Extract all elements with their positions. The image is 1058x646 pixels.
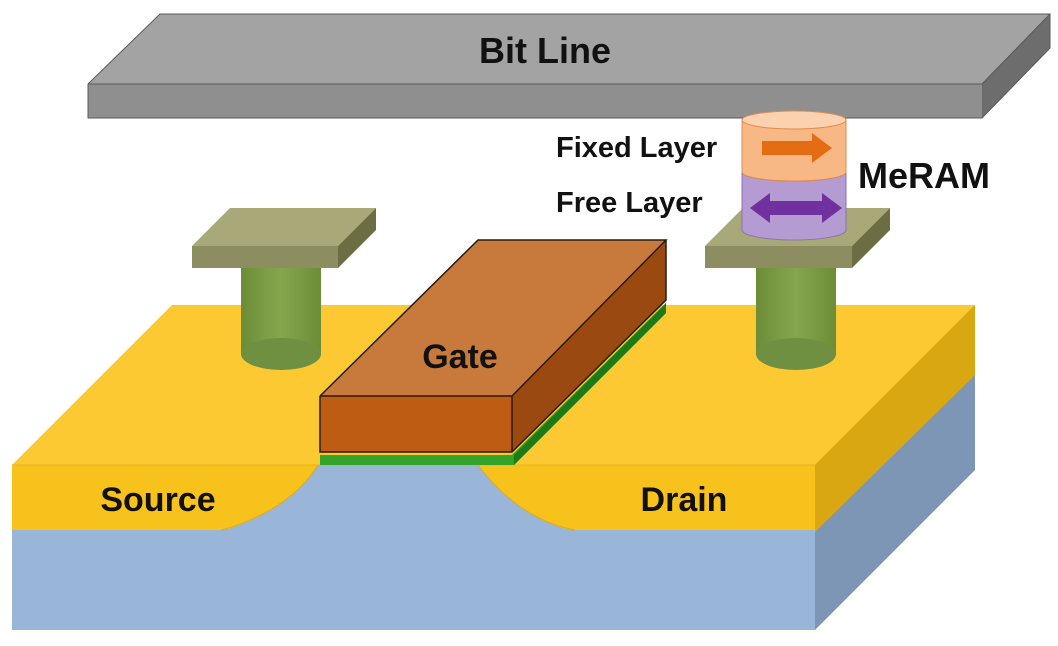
gate-label: Gate	[422, 338, 498, 376]
source-contact	[192, 208, 376, 370]
source-pad-side	[338, 208, 376, 268]
free-layer-double-arrow-icon	[750, 193, 842, 223]
bit-line-side	[982, 14, 1050, 118]
fixed-layer-arrow-icon	[762, 133, 832, 163]
gate-right-side	[512, 240, 666, 452]
gate-oxide	[320, 303, 666, 465]
bit-line	[87, 13, 1052, 119]
meram-label: MeRAM	[858, 155, 990, 196]
free-layer-label: Free Layer	[556, 187, 703, 219]
source-via-bottom	[241, 338, 321, 370]
drain-pad-side	[852, 208, 890, 268]
gate-top	[320, 240, 666, 396]
source-region-edge	[221, 464, 319, 531]
substrate	[12, 305, 975, 630]
fixed-layer-label: Fixed Layer	[556, 132, 717, 164]
source-pad-front	[192, 246, 338, 268]
gate-front	[320, 396, 512, 452]
drain-label: Drain	[641, 481, 728, 519]
substrate-right-side-top-band	[815, 305, 975, 532]
drain-pad-front	[705, 246, 852, 268]
gate	[319, 239, 668, 453]
meram-pillar	[741, 110, 847, 241]
drain-region-edge	[477, 464, 576, 531]
source-pad-top	[192, 208, 376, 246]
bit-line-top	[88, 14, 1050, 84]
drain-via-bottom	[756, 338, 836, 370]
bit-line-label: Bit Line	[479, 30, 611, 71]
bit-line-front	[88, 84, 982, 118]
source-label: Source	[100, 481, 215, 519]
channel-region	[222, 465, 575, 531]
